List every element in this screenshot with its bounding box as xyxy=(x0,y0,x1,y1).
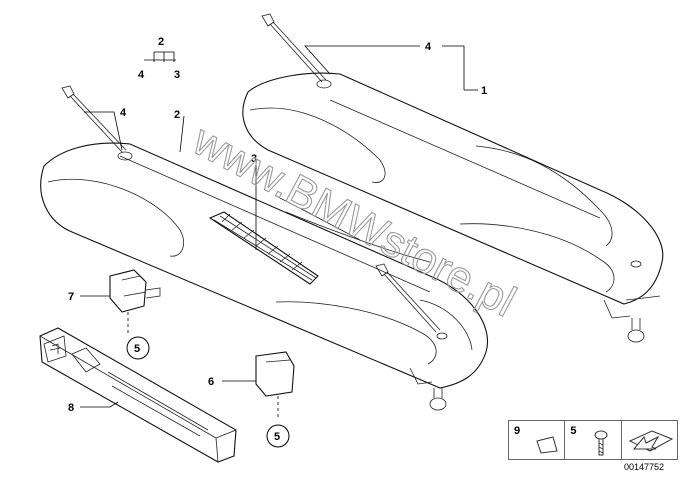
callout-upper-shelf-net: 4 xyxy=(425,41,432,53)
upper-net-strap xyxy=(261,13,327,83)
lower-pin-cap xyxy=(429,388,447,411)
screw-callout-right: 5 xyxy=(266,424,290,448)
callout-lower-shelf-net: 4 xyxy=(120,107,127,119)
legend-cell-arrow xyxy=(622,421,677,459)
legend-number-9: 9 xyxy=(514,425,521,437)
legend-box: 9 5 xyxy=(508,420,678,460)
legend-number-5: 5 xyxy=(570,425,577,437)
lower-net-strap-right xyxy=(375,263,441,333)
upper-parcel-shelf xyxy=(242,72,664,319)
screw-icon xyxy=(594,430,608,456)
callout-lower-shelf-main: 2 xyxy=(174,109,180,121)
callout-grille: 3 xyxy=(251,153,257,165)
diagram-id: 00147752 xyxy=(624,462,665,472)
bracket-right xyxy=(255,351,295,418)
legend-cell-label: 9 xyxy=(509,421,566,459)
speaker-grille xyxy=(208,211,319,285)
leader-lines xyxy=(80,45,478,408)
screw-callout-left: 5 xyxy=(126,336,150,360)
callout-bracket-left-screw: 5 xyxy=(134,343,140,355)
callout-top-child-right: 3 xyxy=(174,69,180,81)
legend-cell-screw: 5 xyxy=(565,421,622,459)
lower-net-strap-left xyxy=(61,85,127,153)
lower-parcel-shelf xyxy=(40,142,488,389)
arrow-plate-icon xyxy=(628,430,673,452)
upper-pin-cap xyxy=(627,318,645,343)
callout-bracket-left: 7 xyxy=(68,291,74,303)
label-sticker-icon xyxy=(536,436,558,454)
callout-bracket-right: 6 xyxy=(208,376,214,388)
callout-first-aid: 8 xyxy=(68,402,74,414)
callout-upper-shelf-main: 1 xyxy=(481,85,487,97)
first-aid-box xyxy=(39,327,237,463)
callout-top-child-left: 4 xyxy=(138,69,145,81)
callout-bracket-right-screw: 5 xyxy=(274,431,280,443)
bracket-left xyxy=(109,269,161,336)
callout-top-parent: 2 xyxy=(158,36,164,48)
